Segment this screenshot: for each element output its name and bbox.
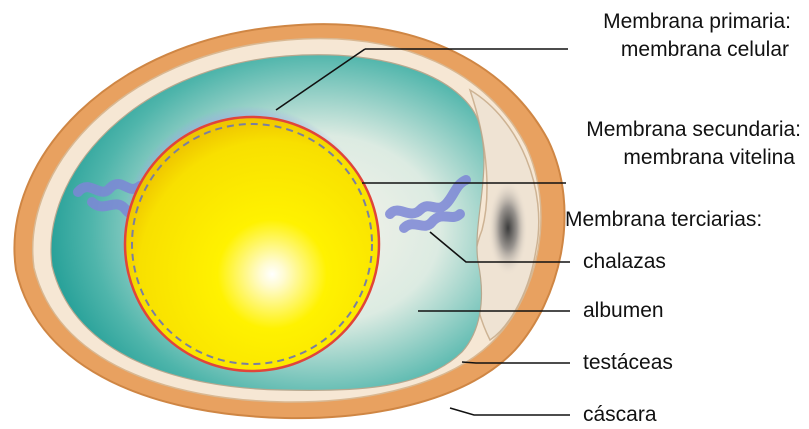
label-membrana-secundaria: Membrana secundaria: — [586, 118, 801, 142]
label-chalazas: chalazas — [583, 250, 666, 274]
leader-line-cascara — [450, 408, 570, 415]
label-testaceas: testáceas — [583, 351, 673, 375]
label-membrana-primaria: Membrana primaria: — [603, 10, 791, 34]
label-membrana-celular: membrana celular — [621, 38, 789, 62]
label-cascara: cáscara — [583, 403, 657, 427]
label-albumen: albumen — [583, 299, 664, 323]
yolk — [126, 118, 378, 370]
label-membrana-terciarias: Membrana terciarias: — [565, 208, 762, 232]
label-membrana-vitelina: membrana vitelina — [623, 146, 795, 170]
